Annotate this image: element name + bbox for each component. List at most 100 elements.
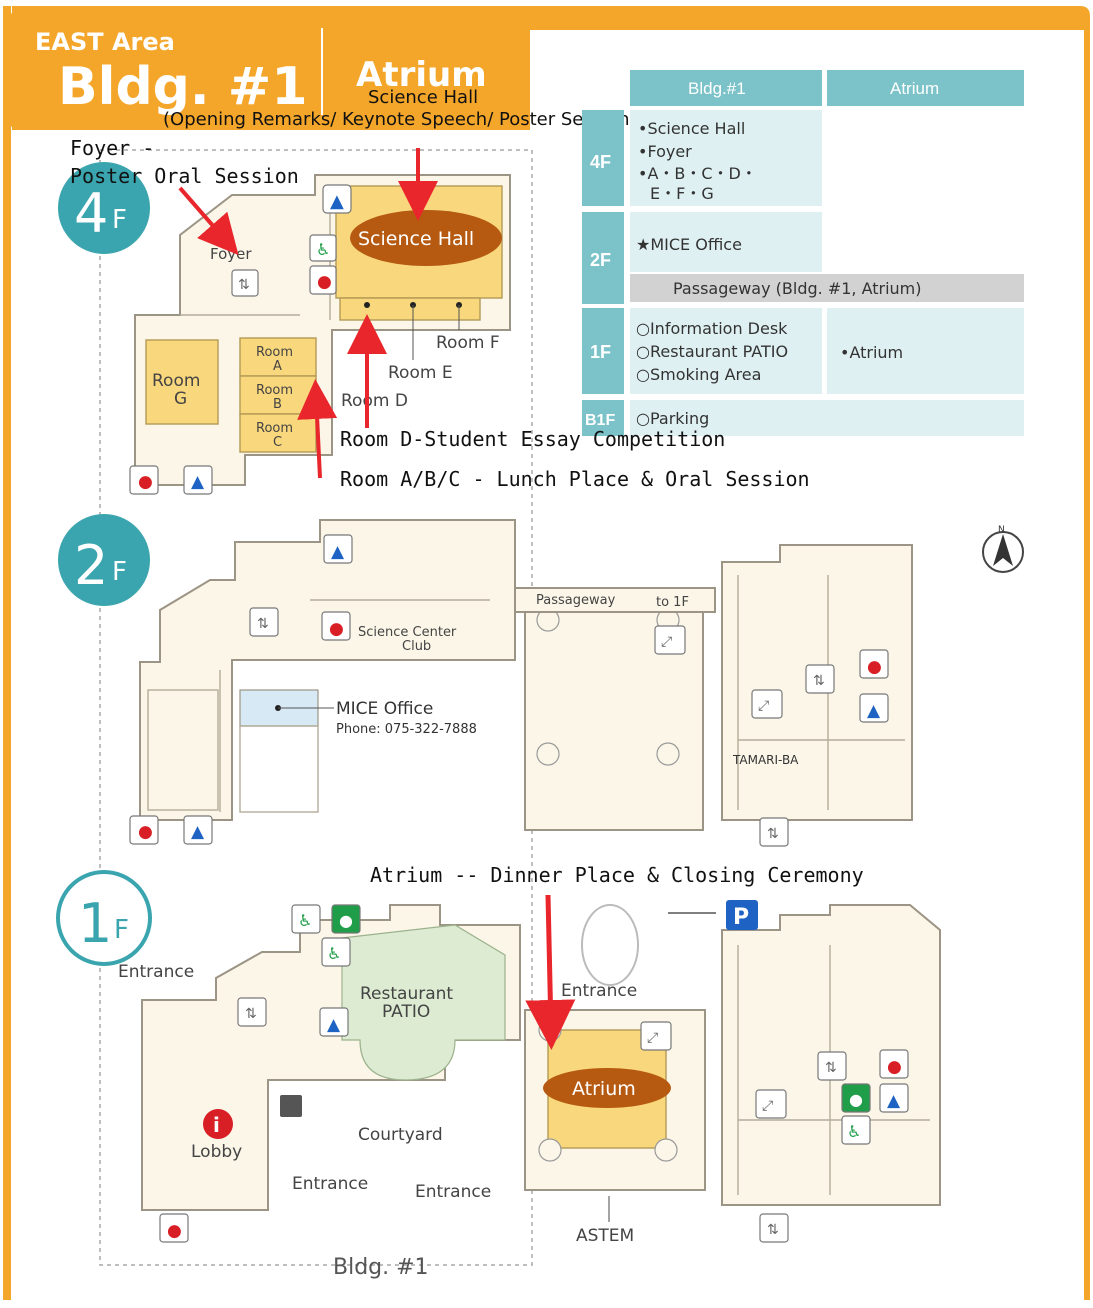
wheelchair-icon <box>841 1115 871 1145</box>
room-a-label-1: Room <box>256 345 293 360</box>
restroom-accessible-icon: ♿ <box>298 911 312 930</box>
dir-1f-item-1: ○Restaurant PATIO <box>636 342 788 361</box>
restroom-male-icon <box>879 1083 909 1113</box>
elevator-icon <box>759 817 789 847</box>
elevator-icon <box>759 1213 789 1243</box>
dir-1f-atrium-item: •Atrium <box>840 343 903 362</box>
footer-bldg: Bldg. #1 <box>333 1255 429 1280</box>
dir-cell-4f <box>630 110 822 206</box>
elevator-icon <box>231 269 259 297</box>
elevator-icon: ⇅ <box>813 673 825 689</box>
escalator-icon: ⤢ <box>762 1098 773 1114</box>
restroom-female-icon: ● <box>138 472 153 492</box>
entrance-label-left: Entrance <box>118 962 194 982</box>
entrance-label-bottom: Entrance <box>292 1174 368 1194</box>
dir-floor-b1f: B1F <box>585 412 615 429</box>
restroom-female-icon <box>321 611 351 641</box>
dir-floor-2f: 2F <box>590 250 611 270</box>
room-b-label-1: Room <box>256 383 293 398</box>
dir-passageway-label: Passageway (Bldg. #1, Atrium) <box>673 279 922 298</box>
escalator-icon <box>755 1089 787 1119</box>
badge-4f <box>58 162 150 254</box>
escalator-icon <box>654 625 686 655</box>
room-d-annotation: Room D-Student Essay Competition <box>340 427 725 451</box>
room-d-dot <box>364 302 370 308</box>
elevator-icon <box>237 997 267 1027</box>
dir-4f-item-2: •A・B・C・D・ <box>638 164 757 183</box>
parking-icon-label: P <box>733 905 749 930</box>
dir-2f-item-0: ★MICE Office <box>636 235 742 254</box>
elevator-icon <box>817 1051 847 1081</box>
atrium-column <box>536 742 560 766</box>
room-g-label-1: Room <box>152 371 200 391</box>
mice-office-label: MICE Office <box>336 699 433 719</box>
dir-cell-1f-bldg <box>630 308 822 394</box>
plan-2f-passage <box>514 587 716 613</box>
floor-2f: 2 F MICE Office Phone: 075-322-7888 Scie… <box>58 514 913 847</box>
elevator-icon: ⇅ <box>245 1006 257 1022</box>
restroom-male-icon <box>183 465 213 495</box>
restroom-accessible-icon: ● <box>339 911 353 930</box>
atrium-column <box>656 742 680 766</box>
escalator-icon: ⤢ <box>647 1030 658 1046</box>
escalator-icon <box>751 689 783 719</box>
badge-1f-suffix: F <box>114 915 129 945</box>
atrium-label: Atrium <box>572 1078 636 1100</box>
restroom-female-icon: ● <box>867 657 882 677</box>
elevator-icon: ⇅ <box>767 1222 779 1238</box>
restroom-accessible-icon <box>291 904 321 934</box>
science-hall-detail: (Opening Remarks/ Keynote Speech/ Poster… <box>163 109 637 130</box>
restroom-accessible-icon: ♿ <box>316 240 330 259</box>
dir-floor-4f: 4F <box>590 152 611 172</box>
dir-4f-item-1: •Foyer <box>638 142 692 161</box>
atrium-annotation: Atrium -- Dinner Place & Closing Ceremon… <box>370 863 864 887</box>
room-f-label: Room F <box>436 333 500 353</box>
wheelchair-icon: ♿ <box>327 944 341 963</box>
badge-4f-suffix: F <box>112 205 127 235</box>
dir-side-1f <box>582 308 624 394</box>
plan-1f-oval <box>581 904 639 986</box>
elevator-icon: ⇅ <box>257 616 269 632</box>
restroom-male-icon <box>322 184 352 214</box>
parking-icon <box>726 900 758 930</box>
restroom-male-icon: ▲ <box>191 822 205 842</box>
restroom-female-icon: ● <box>317 272 332 292</box>
restroom-male-icon: ▲ <box>330 191 344 212</box>
arrow-room-abc <box>297 379 338 479</box>
atrium-column <box>654 1138 678 1162</box>
escalator-icon <box>640 1021 672 1051</box>
dir-4f-item-3: E・F・G <box>650 184 714 203</box>
elevator-icon: ⇅ <box>238 277 250 293</box>
floor-1f: 1 F Restaurant PATIO Courtyard i Lobby E… <box>56 870 941 1246</box>
foyer-annotation-1: Foyer - <box>70 136 154 160</box>
escalator-icon: ⤢ <box>758 698 769 714</box>
science-center-club-2: Club <box>402 639 431 654</box>
badge-2f-suffix: F <box>112 557 127 587</box>
atrium-column <box>538 1138 562 1162</box>
compass-label: N <box>998 525 1005 535</box>
dir-side-4f <box>582 110 624 206</box>
restaurant-patio-area <box>341 924 506 1081</box>
room-g <box>145 339 219 425</box>
header-area: EAST Area <box>35 28 175 56</box>
restroom-female-icon: ● <box>887 1057 902 1077</box>
astem-label: ASTEM <box>576 1226 634 1246</box>
plan-2f-block <box>147 689 219 811</box>
arrow-atrium <box>525 894 576 1050</box>
room-a-label-2: A <box>273 359 282 374</box>
smoking-area-icon <box>280 1095 302 1117</box>
restaurant-label-2: PATIO <box>382 1002 430 1022</box>
restroom-accessible-icon <box>841 1083 871 1113</box>
header-atrium: Atrium <box>356 55 487 95</box>
room-c-label-1: Room <box>256 421 293 436</box>
dir-b1f-item-0: ○Parking <box>636 409 709 428</box>
to-1f-label: to 1F <box>656 595 689 610</box>
wheelchair-icon <box>321 937 351 967</box>
orange-frame-left <box>3 6 11 1300</box>
entrance-label-atrium: Entrance <box>561 981 637 1001</box>
restroom-female-icon: ● <box>329 619 344 639</box>
dir-header-bldg <box>630 70 822 106</box>
dir-1f-item-0: ○Information Desk <box>636 319 788 338</box>
wheelchair-icon: ♿ <box>847 1122 861 1141</box>
